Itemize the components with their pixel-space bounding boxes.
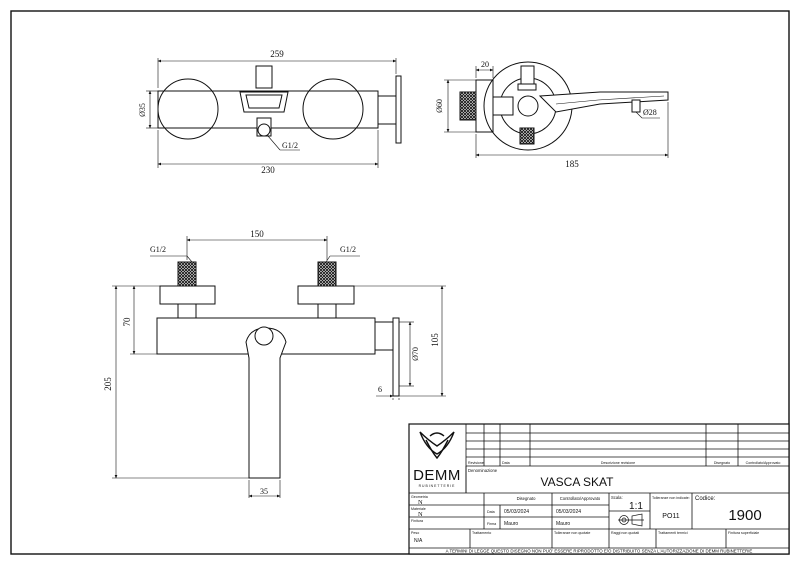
- projection-symbol-icon: [618, 513, 644, 527]
- date-approved: 05/03/2024: [556, 509, 581, 515]
- side-spout: [538, 91, 669, 113]
- tolerance-value: PO11: [662, 513, 679, 520]
- dim-205: 205: [103, 377, 113, 391]
- front-left-connector: [177, 261, 197, 289]
- tolerance-label: Tolleranze non indicate:: [652, 496, 690, 500]
- edges-label: Raggi non quotati: [611, 531, 639, 535]
- date-drawn: 05/03/2024: [504, 509, 529, 515]
- copyright-notice: A TERMINI DI LEGGE QUESTO DISEGNO NON PU…: [446, 549, 753, 554]
- front-diverter-knob: [254, 326, 274, 346]
- dim-60: Ø60: [435, 99, 444, 113]
- treatment-label: Trattamento: [472, 531, 491, 535]
- code-value: 1900: [728, 507, 761, 524]
- front-dimensions: [112, 236, 446, 498]
- sheet-border: [10, 10, 790, 555]
- dim-flange-70: Ø70: [411, 347, 420, 361]
- geometry-label: Geometria: [411, 495, 428, 499]
- dim-35-front: 35: [260, 487, 268, 496]
- front-view: [156, 261, 400, 479]
- scale-value: 1:1: [629, 501, 643, 512]
- denomination-value: VASCA SKAT: [541, 475, 615, 489]
- demm-logo: [419, 431, 455, 460]
- weight-label: Peso: [411, 531, 419, 535]
- top-diverter: [255, 65, 273, 89]
- denomination-label: Denominazione: [468, 468, 498, 473]
- side-knurled-nut: [459, 91, 477, 121]
- side-diverter: [520, 65, 535, 87]
- dim-thread-left: G1/2: [150, 245, 166, 254]
- dim-28: Ø28: [643, 108, 657, 117]
- scale-label: Scala:: [611, 495, 623, 500]
- geometry-value: N: [418, 499, 423, 506]
- side-dimensions: [444, 66, 669, 158]
- side-view: [459, 61, 669, 151]
- approved-label: Controllato/Approvato: [560, 496, 601, 501]
- side-lower-knurl: [519, 127, 535, 145]
- dim-6: 6: [378, 385, 382, 394]
- finish-value: N/A: [414, 538, 423, 544]
- dim-150: 150: [250, 229, 264, 239]
- dim-185: 185: [565, 159, 579, 169]
- header-date: Data: [502, 461, 510, 465]
- company-name: DEMM: [413, 467, 461, 484]
- front-flange: [374, 321, 394, 351]
- company-subtitle: RUBINETTERIE: [419, 484, 456, 488]
- surface-label: Trattamenti termici: [658, 531, 688, 535]
- top-left-handle: [157, 78, 219, 140]
- front-spout: [245, 327, 287, 479]
- code-label: Codice:: [695, 496, 716, 502]
- header-controlled: Controllato/Approvato: [746, 461, 781, 465]
- top-view: [157, 65, 402, 144]
- header-revision: Revisione: [468, 461, 484, 465]
- approved-by: Mauro: [556, 521, 570, 527]
- front-right-cap: [297, 285, 355, 305]
- material-label: Materiale: [411, 507, 426, 511]
- drawn-label: Disegnato: [517, 496, 537, 501]
- dim-35: Ø35: [138, 103, 147, 117]
- dim-105: 105: [430, 333, 440, 347]
- date-label: Data: [487, 510, 495, 514]
- header-description: Descrizione revisione: [601, 461, 635, 465]
- finish-label: Finitura: [411, 519, 423, 523]
- dim-20: 20: [481, 60, 489, 69]
- roughness-label: Finitura superficiale: [728, 531, 759, 535]
- drawn-by: Mauro: [504, 521, 518, 527]
- front-left-cap: [159, 285, 216, 305]
- general-tol-label: Tolleranze non quotate: [554, 531, 590, 535]
- material-value: N: [418, 511, 423, 518]
- dim-thread-right: G1/2: [340, 245, 356, 254]
- signature-label: Firma: [487, 522, 496, 526]
- top-dimensions: [146, 58, 397, 168]
- header-drawn: Disegnato: [714, 461, 730, 465]
- front-right-connector: [317, 261, 337, 289]
- dim-thread-top: G1/2: [282, 141, 298, 150]
- dim-259: 259: [270, 49, 284, 59]
- dim-230: 230: [261, 165, 275, 175]
- title-block: [408, 423, 790, 555]
- dim-70: 70: [122, 317, 132, 327]
- top-flange: [377, 95, 397, 125]
- top-right-handle: [302, 78, 364, 140]
